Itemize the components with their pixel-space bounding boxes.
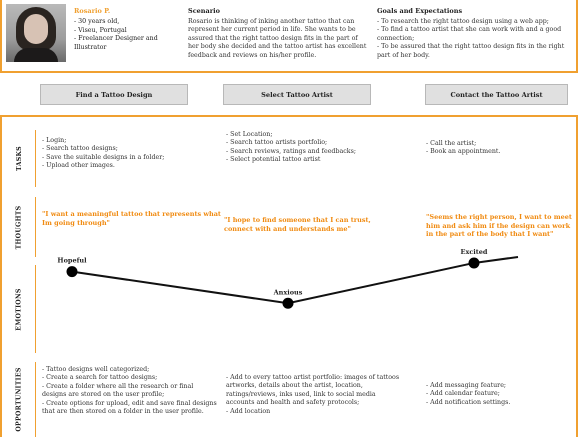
tasks-stage-1: - Login; - Search tattoo designs; - Save… [42,137,212,171]
task-item: - Call the artist; [426,140,477,147]
thought-stage-3: "Seems the right person, I want to meet … [426,213,572,239]
persona-fact: - Viseu, Portugal [74,26,127,34]
opportunity-item: - Tattoo designs well categorized; [42,366,150,373]
persona-name: Rosario P. [74,7,111,15]
emotion-line-tail [473,255,519,264]
opportunity-item: - Add to every tattoo artist portfolio: … [226,374,400,407]
emotion-label-excited: Excited [461,248,488,256]
opportunity-item: - Create a folder where all the research… [42,382,194,399]
row-divider [35,130,36,187]
persona-facts: - 30 years old, - Viseu, Portugal - Free… [74,18,184,52]
thought-stage-2: "I hope to find someone that I can trust… [224,216,371,233]
task-item: - Select potential tattoo artist [226,156,321,164]
opportunity-item: - Add notification settings. [426,398,511,406]
task-item: - Login; [42,137,67,144]
opportunities-stage-1: - Tattoo designs well categorized; - Cre… [42,366,217,416]
opportunities-stage-2: - Add to every tattoo artist portfolio: … [226,374,406,416]
persona-avatar [6,4,66,62]
opportunity-item: - Create options for upload, edit and sa… [42,399,217,416]
scenario-title: Scenario [188,7,220,15]
persona-fact: - Freelancer Designer and Illustrator [74,35,158,51]
task-item: - Save the suitable designs in a folder; [42,153,165,161]
scenario-text: Rosario is thinking of inking another ta… [188,18,367,59]
tasks-stage-2: - Set Location; - Search tattoo artists … [226,131,406,165]
row-divider [35,362,36,437]
task-item: - Search reviews, ratings and feedbacks; [226,147,356,155]
goals-list: - To research the right tattoo design us… [377,18,573,60]
emotion-line [71,261,475,305]
emotion-point-anxious [282,297,294,309]
row-divider [35,265,36,353]
journey-frame: TASKS THOUGHTS EMOTIONS OPPORTUNITIES - … [0,115,578,437]
task-item: - Search tattoo designs; [42,145,118,153]
persona-fact: - 30 years old, [74,18,120,25]
task-item: - Book an appointment. [426,148,501,156]
emotion-point-excited [468,257,480,269]
opportunity-item: - Add location [226,407,271,415]
thought-stage-1: "I want a meaningful tattoo that represe… [42,210,221,227]
row-divider [35,197,36,257]
stage-select-artist[interactable]: Select Tattoo Artist [223,84,371,105]
goal-item: - To research the right tattoo design us… [377,18,549,25]
opportunity-item: - Create a search for tattoo designs; [42,374,158,382]
emotion-label-anxious: Anxious [273,288,303,296]
goals-title: Goals and Expectations [377,7,463,15]
opportunity-item: - Add calendar feature; [426,390,500,398]
opportunity-item: - Add messaging feature; [426,382,507,389]
stage-find-design[interactable]: Find a Tattoo Design [40,84,188,105]
emotion-point-hopeful [66,266,78,278]
task-item: - Search tattoo artists portfolio; [226,139,328,147]
stage-contact-artist[interactable]: Contact the Tattoo Artist [425,84,568,105]
goal-item: - To be assured that the right tattoo de… [377,43,565,59]
goal-item: - To find a tattoo artist that she can w… [377,26,562,42]
task-item: - Upload other images. [42,162,115,170]
emotion-label-hopeful: Hopeful [57,257,87,265]
task-item: - Set Location; [226,131,273,138]
tasks-stage-3: - Call the artist; - Book an appointment… [426,140,566,157]
persona-panel: Rosario P. - 30 years old, - Viseu, Port… [0,0,578,73]
opportunities-stage-3: - Add messaging feature; - Add calendar … [426,382,566,407]
